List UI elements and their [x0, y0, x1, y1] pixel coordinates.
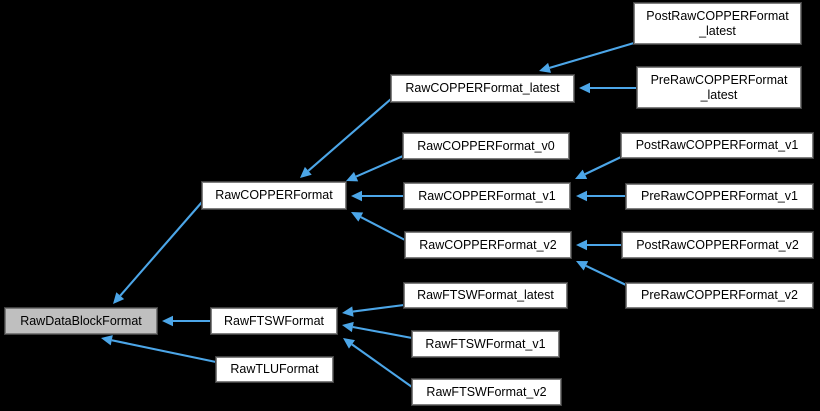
edge-arrowhead-icon [576, 190, 587, 202]
class-node-label: RawCOPPERFormat_latest [405, 81, 560, 95]
edge-arrowhead-icon [342, 321, 354, 333]
inheritance-edge [342, 321, 413, 340]
edge-arrowhead-icon [346, 171, 359, 182]
edge-arrowhead-icon [343, 338, 355, 349]
inheritance-edge [342, 303, 405, 317]
class-node-label: RawFTSWFormat [224, 313, 324, 328]
edge-line [549, 41, 635, 69]
inheritance-edge [346, 155, 404, 182]
class-node-postrawcopperformat_v1[interactable]: PostRawCOPPERFormat_v1 [620, 132, 814, 159]
edge-arrowhead-icon [101, 335, 113, 346]
edge-line [352, 303, 405, 313]
inheritance-edge [162, 315, 211, 327]
edge-arrowhead-icon [575, 169, 588, 179]
class-node-rawftswformat[interactable]: RawFTSWFormat [210, 307, 338, 335]
class-node-label: PreRawCOPPERFormat _latest [650, 72, 788, 102]
inheritance-edge [351, 212, 406, 241]
class-node-label: RawCOPPERFormat_v2 [419, 237, 557, 252]
class-node-prerawcopperformat_v2[interactable]: PreRawCOPPERFormat_v2 [625, 282, 814, 309]
class-node-prerawcopperformat_v1[interactable]: PreRawCOPPERFormat_v1 [625, 183, 814, 210]
class-node-label: PostRawCOPPERFormat_v2 [636, 237, 799, 252]
class-node-label: RawFTSWFormat_latest [417, 288, 554, 302]
class-node-label: RawDataBlockFormat [20, 313, 142, 328]
class-node-label: PostRawCOPPERFormat_v1 [635, 138, 799, 152]
class-node-rawftswformat_latest[interactable]: RawFTSWFormat_latest [403, 282, 568, 309]
edge-line [360, 216, 406, 241]
inheritance-edge [576, 190, 626, 202]
edge-line [351, 343, 413, 388]
class-node-rawcopperformat_v1[interactable]: RawCOPPERFormat_v1 [403, 182, 571, 210]
class-node-rawcopperformat[interactable]: RawCOPPERFormat [201, 181, 347, 210]
class-node-label: RawCOPPERFormat_v1 [418, 188, 556, 203]
class-node-rawftswformat_v2[interactable]: RawFTSWFormat_v2 [411, 378, 562, 406]
edge-arrowhead-icon [113, 292, 125, 304]
class-node-postrawcopperformat_latest[interactable]: PostRawCOPPERFormat _latest [633, 2, 802, 45]
class-node-label: PreRawCOPPERFormat_v2 [641, 288, 798, 302]
class-node-rawcopperformat_v0[interactable]: RawCOPPERFormat_v0 [402, 132, 570, 160]
edge-arrowhead-icon [162, 315, 173, 327]
class-node-prerawcopperformat_latest[interactable]: PreRawCOPPERFormat _latest [636, 66, 802, 109]
edge-arrowhead-icon [351, 212, 364, 222]
inheritance-edge [539, 41, 635, 73]
class-node-label: PostRawCOPPERFormat _latest [646, 8, 789, 38]
class-node-rawftswformat_v1[interactable]: RawFTSWFormat_v1 [411, 330, 560, 358]
class-node-label: RawCOPPERFormat [215, 188, 333, 202]
edge-arrowhead-icon [351, 190, 362, 202]
edge-line [119, 201, 203, 297]
class-node-label: RawTLUFormat [230, 362, 319, 376]
edge-line [307, 98, 392, 172]
edge-line [585, 264, 627, 286]
inheritance-edge [113, 201, 203, 304]
inheritance-edge [576, 261, 627, 286]
inheritance-edge [300, 98, 392, 178]
edge-arrowhead-icon [342, 306, 354, 317]
inheritance-edge [576, 239, 622, 251]
inheritance-edge [575, 156, 622, 179]
edge-arrowhead-icon [576, 261, 589, 271]
class-node-label: PreRawCOPPERFormat_v1 [641, 189, 798, 203]
class-node-rawcopperformat_v2[interactable]: RawCOPPERFormat_v2 [404, 231, 572, 259]
edge-arrowhead-icon [579, 82, 590, 94]
edge-line [111, 339, 217, 364]
edge-arrowhead-icon [300, 166, 312, 178]
class-node-rawcopperformat_latest[interactable]: RawCOPPERFormat_latest [390, 74, 575, 103]
inheritance-edge [579, 82, 637, 94]
edge-line [355, 155, 404, 178]
edge-line [584, 156, 622, 176]
class-node-label: RawFTSWFormat_v1 [425, 336, 546, 351]
inheritance-edge [101, 335, 217, 364]
edge-line [352, 325, 413, 340]
class-node-postrawcopperformat_v2[interactable]: PostRawCOPPERFormat_v2 [621, 231, 814, 259]
inheritance-edge [351, 190, 404, 202]
class-node-rawdatablockformat[interactable]: RawDataBlockFormat [4, 307, 158, 335]
edge-arrowhead-icon [539, 62, 552, 73]
inheritance-edge [343, 338, 413, 388]
class-node-label: RawFTSWFormat_v2 [426, 384, 547, 399]
edge-arrowhead-icon [576, 239, 587, 251]
class-node-rawtluformat[interactable]: RawTLUFormat [215, 356, 334, 383]
class-node-label: RawCOPPERFormat_v0 [417, 138, 555, 153]
